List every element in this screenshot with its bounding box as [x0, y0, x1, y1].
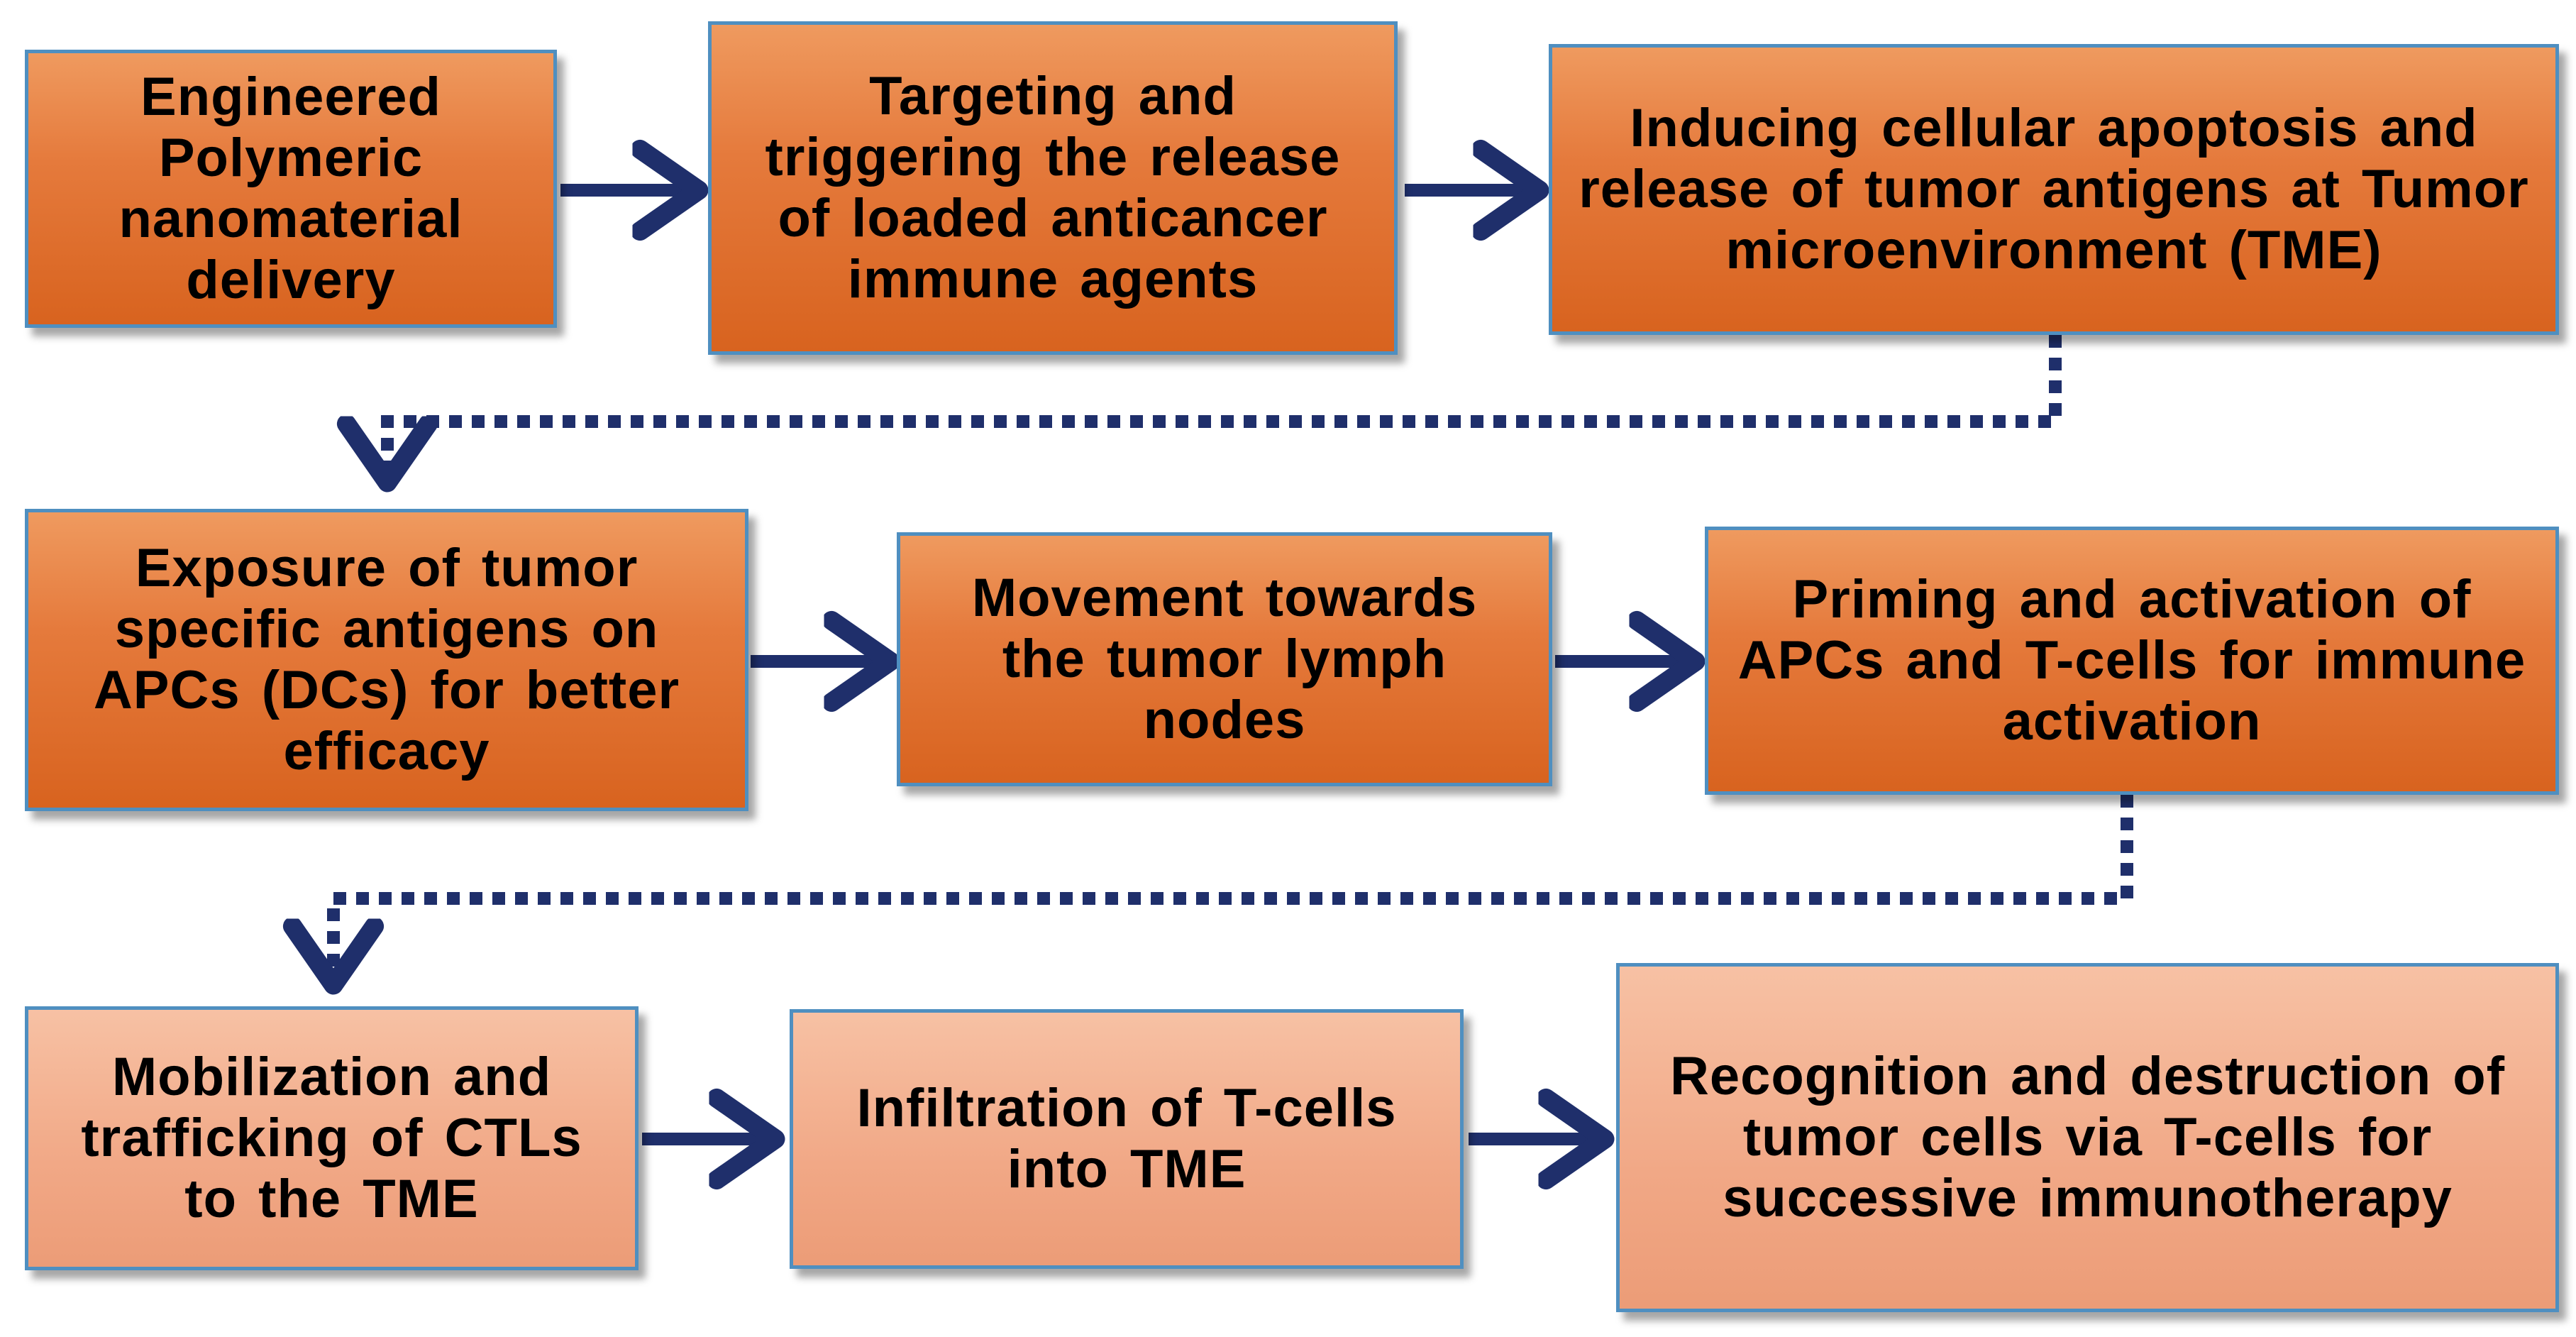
step-9-text: Recognition and destruction of tumor cel… [1669, 1046, 2506, 1228]
step-8-text: Infiltration of T-cells into TME [856, 1078, 1397, 1199]
step-box-6: Priming and activation of APCs and T-cel… [1705, 527, 2559, 795]
step-box-3: Inducing cellular apoptosis and release … [1549, 44, 2559, 335]
step-box-5: Movement towards the tumor lymph nodes [897, 532, 1552, 786]
step-box-4: Exposure of tumor specific antigens on A… [25, 509, 748, 811]
step-3-text: Inducing cellular apoptosis and release … [1579, 98, 2529, 280]
dotted-connector-step6-to-step7 [333, 795, 2133, 985]
step-4-text: Exposure of tumor specific antigens on A… [93, 538, 680, 781]
dotted-connector-step3-to-step4 [387, 335, 2062, 483]
step-box-1: Engineered Polymeric nanomaterial delive… [25, 50, 557, 328]
step-1-text: Engineered Polymeric nanomaterial delive… [118, 67, 463, 310]
step-6-text: Priming and activation of APCs and T-cel… [1737, 569, 2526, 752]
step-box-8: Infiltration of T-cells into TME [790, 1009, 1464, 1269]
step-box-9: Recognition and destruction of tumor cel… [1616, 963, 2559, 1312]
step-2-text: Targeting and triggering the release of … [765, 66, 1341, 309]
step-box-7: Mobilization and trafficking of CTLs to … [25, 1006, 639, 1270]
step-box-2: Targeting and triggering the release of … [708, 21, 1398, 355]
step-5-text: Movement towards the tumor lymph nodes [971, 568, 1478, 750]
step-7-text: Mobilization and trafficking of CTLs to … [81, 1047, 582, 1229]
